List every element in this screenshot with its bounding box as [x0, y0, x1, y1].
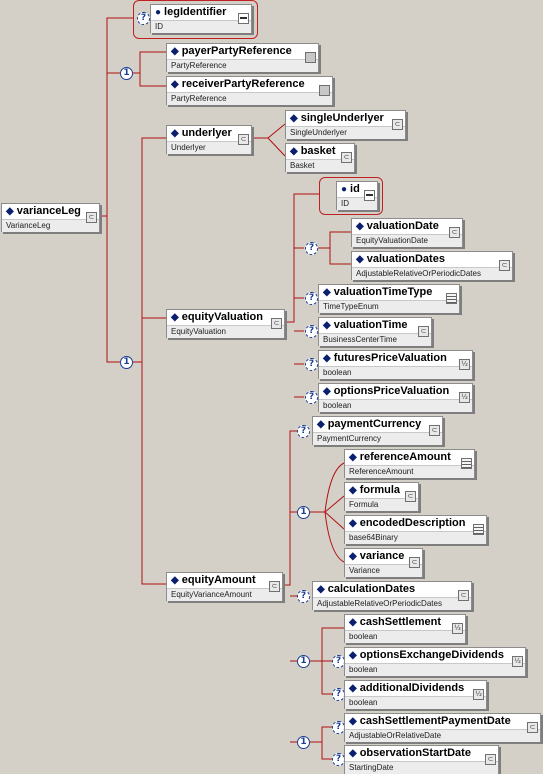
element-icon: ◆: [171, 312, 179, 323]
single-underlyer-node[interactable]: ◆singleUnderlyer SingleUnderlyer ⊂: [285, 110, 406, 139]
equity-amount-node[interactable]: ◆equityAmount EquityVarianceAmount ⊂: [166, 572, 283, 601]
element-icon: ◆: [356, 254, 364, 265]
element-icon: ◆: [171, 79, 179, 90]
calculation-dates-node[interactable]: ◆calculationDates AdjustableRelativeOrPe…: [312, 581, 472, 610]
expand-icon[interactable]: ⊂: [405, 491, 416, 502]
formula-node[interactable]: ◆formula Formula ⊂: [344, 482, 419, 511]
simple-type-icon: [446, 293, 457, 304]
sequence-compositor[interactable]: 1: [297, 736, 310, 749]
equity-valuation-node[interactable]: ◆equityValuation EquityValuation ⊂: [166, 309, 285, 338]
boolean-type-icon: ½: [459, 392, 470, 403]
boolean-type-icon: ½: [452, 623, 463, 634]
expand-icon[interactable]: ⊂: [527, 722, 538, 733]
observation-start-date-node[interactable]: ◆observationStartDate StartingDate ⊂: [344, 745, 499, 774]
reference-amount-node[interactable]: ◆referenceAmount ReferenceAmount: [344, 449, 475, 478]
simple-type-icon: [473, 524, 484, 535]
options-exchange-dividends-node[interactable]: ◆optionsExchangeDividends boolean ½: [344, 647, 526, 676]
element-icon: ◆: [323, 386, 331, 397]
element-icon: ◆: [290, 113, 298, 124]
element-icon: ◆: [171, 128, 179, 139]
encoded-description-node[interactable]: ◆encodedDescription base64Binary: [344, 515, 487, 544]
cash-settlement-node[interactable]: ◆cashSettlement boolean ½: [344, 614, 466, 643]
optional-marker: ?: [332, 753, 345, 766]
optional-marker: ?: [297, 425, 310, 438]
underlyer-node[interactable]: ◆underlyer Underlyer ⊂: [166, 125, 252, 154]
complex-type-icon: [305, 52, 316, 63]
optional-marker: ?: [305, 391, 318, 404]
valuation-date-node[interactable]: ◆valuationDate EquityValuationDate ⊂: [351, 218, 463, 247]
element-icon: ◆: [323, 320, 331, 331]
element-icon: ◆: [323, 353, 331, 364]
valuation-time-type-node[interactable]: ◆valuationTimeType TimeTypeEnum: [318, 284, 460, 313]
element-icon: ◆: [290, 146, 298, 157]
element-icon: ◆: [349, 650, 357, 661]
optional-marker: ?: [297, 590, 310, 603]
collapse-icon[interactable]: [364, 190, 375, 201]
variance-leg-root-node[interactable]: ◆varianceLeg VarianceLeg ⊂: [1, 203, 100, 232]
variance-node[interactable]: ◆variance Variance ⊂: [344, 548, 423, 577]
expand-icon[interactable]: ⊂: [269, 581, 280, 592]
id-node[interactable]: ●id ID: [336, 181, 378, 210]
element-icon: ◆: [6, 206, 14, 217]
element-icon: ◆: [349, 551, 357, 562]
element-icon: ◆: [317, 584, 325, 595]
element-icon: ◆: [349, 452, 357, 463]
sequence-compositor[interactable]: 1: [120, 67, 133, 80]
expand-icon[interactable]: ⊂: [409, 557, 420, 568]
element-icon: ◆: [349, 716, 357, 727]
choice-compositor[interactable]: ?: [305, 242, 318, 255]
valuation-time-node[interactable]: ◆valuationTime BusinessCenterTime ⊂: [318, 317, 432, 346]
expand-icon[interactable]: ⊂: [86, 212, 97, 223]
boolean-type-icon: ½: [512, 656, 523, 667]
receiver-party-reference-node[interactable]: ◆receiverPartyReference PartyReference: [166, 76, 333, 105]
expand-icon[interactable]: ⊂: [238, 134, 249, 145]
id-attribute-frame: [319, 177, 383, 215]
options-price-valuation-node[interactable]: ◆optionsPriceValuation boolean ½: [318, 383, 473, 412]
attribute-icon: ●: [155, 7, 162, 18]
payer-party-reference-node[interactable]: ◆payerPartyReference PartyReference: [166, 43, 319, 72]
element-icon: ◆: [349, 518, 357, 529]
optional-marker: ?: [305, 325, 318, 338]
cash-settlement-payment-date-node[interactable]: ◆cashSettlementPaymentDate AdjustableOrR…: [344, 713, 541, 742]
boolean-type-icon: ½: [473, 689, 484, 700]
boolean-type-icon: ½: [459, 359, 470, 370]
choice-compositor[interactable]: ?: [137, 12, 150, 25]
element-icon: ◆: [349, 748, 357, 759]
element-icon: ◆: [171, 46, 179, 57]
expand-icon[interactable]: ⊂: [341, 152, 352, 163]
simple-type-icon: [461, 458, 472, 469]
element-icon: ◆: [356, 221, 364, 232]
collapse-icon[interactable]: [238, 13, 249, 24]
attribute-icon: ●: [341, 184, 348, 195]
sequence-compositor[interactable]: 1: [297, 655, 310, 668]
optional-marker: ?: [305, 358, 318, 371]
payment-currency-node[interactable]: ◆paymentCurrency PaymentCurrency ⊂: [312, 416, 443, 445]
expand-icon[interactable]: ⊂: [392, 119, 403, 130]
additional-dividends-node[interactable]: ◆additionalDividends boolean ½: [344, 680, 487, 709]
valuation-dates-node[interactable]: ◆valuationDates AdjustableRelativeOrPeri…: [351, 251, 513, 280]
basket-node[interactable]: ◆basket Basket ⊂: [285, 143, 355, 172]
expand-icon[interactable]: ⊂: [449, 227, 460, 238]
element-icon: ◆: [323, 287, 331, 298]
expand-icon[interactable]: ⊂: [485, 754, 496, 765]
leg-identifier-choice-frame: [133, 0, 258, 39]
sequence-compositor[interactable]: 1: [120, 356, 133, 369]
complex-type-icon: [319, 85, 330, 96]
leg-identifier-node[interactable]: ●legIdentifier ID: [150, 4, 252, 33]
element-icon: ◆: [317, 419, 325, 430]
expand-icon[interactable]: ⊂: [418, 326, 429, 337]
expand-icon[interactable]: ⊂: [429, 425, 440, 436]
expand-icon[interactable]: ⊂: [499, 260, 510, 271]
expand-icon[interactable]: ⊂: [271, 318, 282, 329]
element-icon: ◆: [171, 575, 179, 586]
expand-icon[interactable]: ⊂: [458, 590, 469, 601]
element-icon: ◆: [349, 485, 357, 496]
element-icon: ◆: [349, 683, 357, 694]
optional-marker: ?: [305, 292, 318, 305]
futures-price-valuation-node[interactable]: ◆futuresPriceValuation boolean ½: [318, 350, 473, 379]
element-icon: ◆: [349, 617, 357, 628]
sequence-compositor[interactable]: 1: [297, 506, 310, 519]
